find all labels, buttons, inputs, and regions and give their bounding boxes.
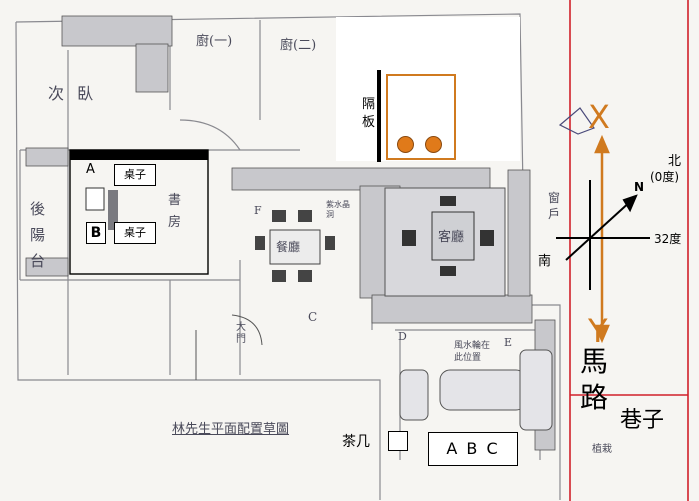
room-study-label: 書房 bbox=[168, 193, 182, 230]
room-living-label: 客廳 bbox=[438, 230, 465, 245]
coffee-table-box bbox=[388, 431, 408, 451]
alley-label: 巷子 bbox=[620, 408, 665, 433]
orange-dot-left bbox=[397, 136, 414, 153]
y-marker: Y bbox=[588, 312, 608, 350]
hatched-wall-top bbox=[61, 15, 173, 47]
partition-bar bbox=[377, 70, 381, 162]
compass-north-sub: (0度) bbox=[650, 170, 679, 184]
sofa-drawing bbox=[439, 369, 527, 411]
compass-needle-letter: N bbox=[634, 180, 645, 194]
room-kitchen2-label: 廚(二) bbox=[280, 38, 317, 53]
window-label: 窗戶 bbox=[548, 191, 561, 221]
desk-b-box: 桌子 bbox=[114, 222, 156, 244]
dining-table bbox=[269, 229, 321, 265]
plan-title: 林先生平面配置草圖 bbox=[172, 422, 290, 437]
table-f-label: F bbox=[254, 204, 262, 217]
small-note: 紫水晶洞 bbox=[326, 200, 350, 219]
room-dining-label: 餐廳 bbox=[276, 240, 301, 254]
desk-a-box: 桌子 bbox=[114, 164, 156, 186]
feng-shui-note: 風水輪在此位置 bbox=[454, 341, 491, 363]
compass-degree-label: 32度 bbox=[654, 232, 682, 246]
door-e-label: E bbox=[504, 336, 513, 349]
compass-south-label: 南 bbox=[538, 254, 552, 269]
outer-wall-left-bottom bbox=[15, 21, 381, 500]
compass-north-label: 北 bbox=[668, 154, 682, 169]
door-c-label: C bbox=[308, 310, 318, 324]
compass-needle-line bbox=[565, 199, 633, 261]
room-back-balcony-label: 後陽台 bbox=[30, 200, 46, 270]
x-marker: X bbox=[588, 98, 610, 136]
orange-dot-right bbox=[425, 136, 442, 153]
living-table bbox=[431, 211, 475, 261]
door-d-label: D bbox=[398, 330, 407, 343]
sofa-abc-box: A B C bbox=[428, 432, 518, 466]
room-bedroom-label: 次 臥 bbox=[48, 84, 98, 103]
room-kitchen1-label: 廚(一) bbox=[196, 34, 233, 49]
desk-a-letter: A bbox=[86, 162, 95, 177]
street-label: 馬路 bbox=[580, 345, 609, 414]
main-door-label: 大門 bbox=[236, 322, 246, 345]
coffee-table-label: 茶几 bbox=[342, 434, 370, 450]
partition-label: 隔板 bbox=[362, 97, 376, 130]
desk-b-letter: B bbox=[86, 222, 106, 244]
rear-note: 植栽 bbox=[592, 444, 612, 455]
